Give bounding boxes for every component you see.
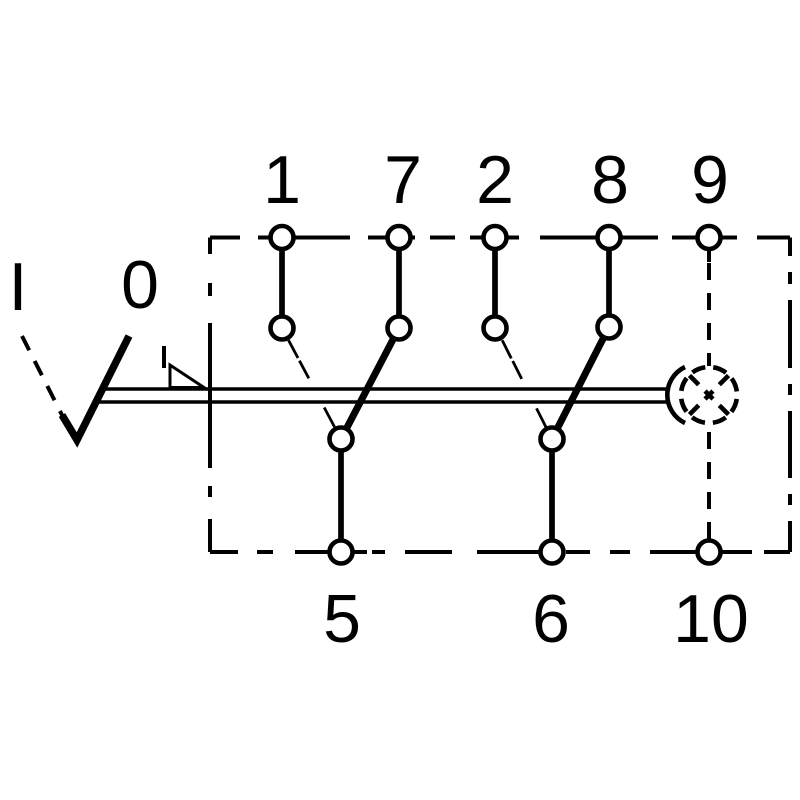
fixed-contact-2 xyxy=(481,314,509,342)
momentary-triangle xyxy=(168,362,209,389)
terminal-7-node xyxy=(385,223,413,252)
lamp-x-stroke-2 xyxy=(687,373,731,417)
label-position-i: I xyxy=(9,249,28,325)
switch-body-outline xyxy=(208,235,792,554)
actuator-bar xyxy=(98,387,666,404)
label-terminal-5: 5 xyxy=(323,581,361,657)
label-terminal-1: 1 xyxy=(263,142,301,218)
label-terminal-8: 8 xyxy=(591,142,629,218)
fixed-contact-risers xyxy=(279,238,612,328)
bridge-8-to-6 xyxy=(548,325,613,441)
common-contact-5 xyxy=(327,425,355,453)
fixed-contact-8 xyxy=(595,313,623,341)
label-terminal-2: 2 xyxy=(476,142,514,218)
common-contact-6 xyxy=(538,425,566,453)
lamp-coupling-arc xyxy=(665,364,687,426)
terminal-6-node xyxy=(538,538,566,566)
terminal-2-node xyxy=(481,223,509,252)
position-labels: I 0 xyxy=(9,247,159,325)
open-bridge-1-to-5 xyxy=(287,339,336,428)
label-position-0: 0 xyxy=(121,247,159,323)
fixed-contact-7 xyxy=(385,314,413,342)
common-contact-risers xyxy=(338,439,555,552)
terminal-8-node xyxy=(595,223,623,252)
label-terminal-6: 6 xyxy=(532,581,570,657)
lever-arm xyxy=(58,334,133,448)
terminal-1-node xyxy=(268,223,296,252)
label-terminal-7: 7 xyxy=(384,142,422,218)
terminal-5-node xyxy=(327,538,355,566)
terminal-9-node xyxy=(695,223,723,252)
label-terminal-10: 10 xyxy=(673,581,749,657)
fixed-contact-1 xyxy=(268,314,296,342)
lamp-icon xyxy=(665,364,740,426)
terminal-labels: 1 7 2 8 9 5 6 10 xyxy=(263,142,749,657)
lever xyxy=(20,334,133,448)
bridge-7-to-5 xyxy=(337,326,403,441)
terminal-10-node xyxy=(695,538,723,566)
lever-position-i-dashed xyxy=(20,335,66,420)
label-terminal-9: 9 xyxy=(691,142,729,218)
open-bridge-2-to-6 xyxy=(500,339,548,429)
contact-nodes xyxy=(268,223,723,566)
momentary-wedge-icon xyxy=(162,346,209,389)
